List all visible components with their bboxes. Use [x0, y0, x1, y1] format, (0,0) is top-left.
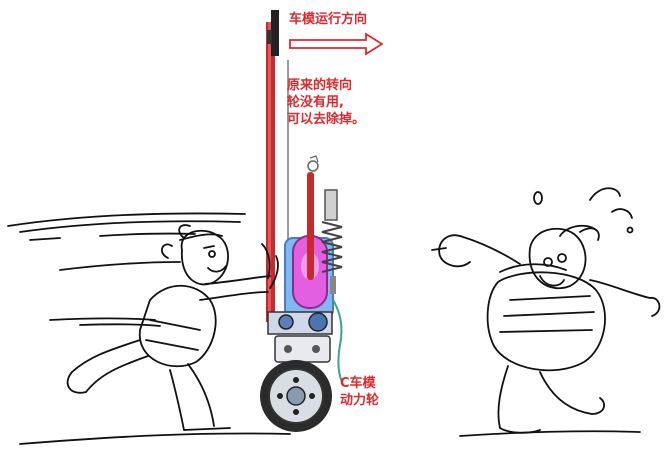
drive-wheel-label: C车模 动力轮 — [340, 375, 379, 409]
steering-note-line-2: 轮没有用, — [287, 94, 365, 111]
drive-wheel — [260, 360, 332, 432]
direction-label: 车模运行方向 — [289, 11, 367, 28]
drive-wheel-label-line-1: C车模 — [340, 375, 379, 392]
drive-wheel-label-line-2: 动力轮 — [340, 392, 379, 409]
car-model — [260, 10, 342, 432]
surprised-person — [432, 188, 659, 436]
motor-arm — [307, 172, 314, 280]
direction-text: 车模运行方向 — [289, 11, 367, 28]
cable — [333, 300, 342, 382]
pushing-person — [8, 213, 290, 444]
steering-wheel-note: 原来的转向 轮没有用, 可以去除掉。 — [287, 77, 365, 128]
steering-note-line-1: 原来的转向 — [287, 77, 365, 94]
direction-arrow-icon — [290, 34, 382, 54]
steering-note-line-3: 可以去除掉。 — [287, 111, 365, 128]
top-sensor — [271, 10, 279, 56]
